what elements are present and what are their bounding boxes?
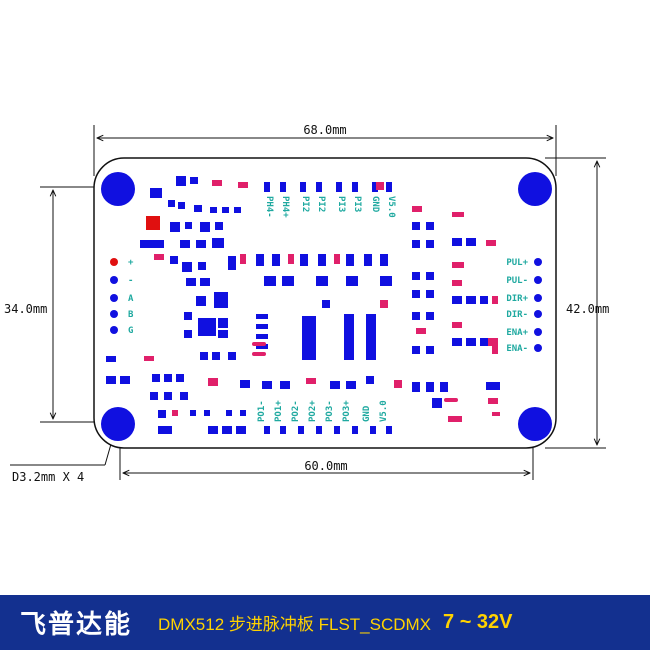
silk-label-bottom: GND (362, 405, 372, 422)
mounting-hole (518, 407, 552, 441)
silk-label-left: G (128, 326, 133, 336)
silkscreen-left-labels: + - A B G (128, 258, 134, 336)
red-component (146, 216, 160, 230)
silk-label-bottom: PO3- (325, 400, 335, 422)
silk-label-bottom: PO2+ (308, 400, 318, 422)
silk-label-top: PI3 (352, 196, 362, 212)
silkscreen-top-labels: PH4- PH4+ PI2 PI2 PI3 PI3 GND V5.0 (264, 196, 396, 218)
dimension-left-label: 34.0mm (4, 302, 47, 316)
silk-label-left: + (128, 258, 134, 268)
silk-label-right: DIR- (506, 310, 528, 320)
silkscreen-right-labels: PUL+ PUL- DIR+ DIR- ENA+ ENA- (506, 258, 528, 354)
silk-label-bottom: V5.0 (379, 400, 389, 422)
header-pads (110, 182, 542, 434)
silk-label-right: PUL+ (506, 258, 528, 268)
elongated-pads (252, 342, 458, 402)
silk-label-right: DIR+ (506, 294, 528, 304)
silk-label-top: PI2 (300, 196, 310, 212)
hole-note-label: D3.2mm X 4 (12, 470, 84, 484)
silk-label-bottom: PO1- (257, 400, 267, 422)
mounting-holes (101, 172, 552, 441)
product-description: DMX512 步进脉冲板 FLST_SCDMX (158, 615, 432, 634)
dimension-bottom-label: 60.0mm (304, 459, 347, 473)
silk-label-top: PI2 (316, 196, 326, 212)
silk-label-left: - (128, 276, 133, 286)
mounting-hole (518, 172, 552, 206)
red-pad (110, 258, 118, 266)
silk-label-top: PH4- (264, 196, 274, 218)
dimension-top-label: 68.0mm (303, 123, 346, 137)
silk-label-top: PH4+ (280, 196, 290, 218)
silk-label-top: GND (370, 196, 380, 213)
silk-label-left: B (128, 310, 134, 320)
silk-label-right: ENA- (506, 344, 528, 354)
silk-label-bottom: PO2- (291, 400, 301, 422)
silk-label-bottom: PO3+ (342, 400, 352, 422)
silk-label-top: PI3 (336, 196, 346, 212)
dimension-right-label: 42.0mm (566, 302, 609, 316)
footer-banner: 飞普达能 DMX512 步进脉冲板 FLST_SCDMX 7 ~ 32V (0, 595, 650, 650)
voltage-range: 7 ~ 32V (443, 611, 513, 633)
pcb-layout-diagram: 68.0mm 60.0mm 34.0mm 42.0mm D3.2mm X 4 (4, 123, 609, 484)
silk-label-top: V5.0 (386, 196, 396, 218)
mounting-hole (101, 407, 135, 441)
silk-label-right: PUL- (506, 276, 528, 286)
mounting-hole (101, 172, 135, 206)
silkscreen-bottom-labels: PO1- PO1+ PO2- PO2+ PO3- PO3+ GND V5.0 (257, 400, 389, 422)
silk-label-right: ENA+ (506, 328, 528, 338)
component-pads-blue (106, 176, 500, 434)
component-pads-pink (144, 180, 500, 422)
silk-label-bottom: PO1+ (274, 400, 284, 422)
silk-label-left: A (128, 294, 134, 304)
brand-name: 飞普达能 (20, 610, 133, 640)
